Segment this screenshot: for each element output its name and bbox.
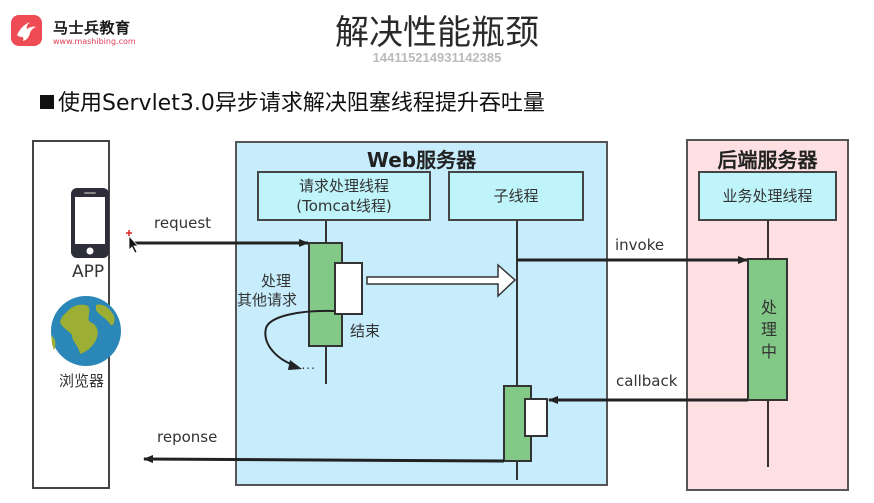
invoke-label: invoke: [615, 236, 665, 254]
page-title: 解决性能瓶颈: [335, 13, 539, 53]
mouse-cursor-icon: [126, 230, 139, 254]
end-label: 结束: [350, 322, 381, 340]
ellipsis-label: ......: [287, 358, 316, 372]
response-label: reponse: [157, 428, 218, 446]
curve-arrowhead-icon: [288, 360, 302, 370]
processing-char: 中: [760, 342, 777, 361]
brand-url: www.mashibing.com: [53, 37, 136, 46]
brand-name: 马士兵教育: [53, 19, 131, 37]
business-thread-label: 业务处理线程: [722, 187, 813, 205]
callback-handler-block: [524, 398, 548, 437]
smartphone-icon: [71, 188, 109, 258]
browser-label: 浏览器: [59, 372, 105, 390]
bullet-square-icon: [40, 95, 54, 109]
request-label: request: [154, 214, 212, 232]
sub-thread-box: 子线程: [448, 171, 584, 221]
response-arrow: [143, 455, 505, 464]
subtitle: 使用Servlet3.0异步请求解决阻塞线程提升吞吐量: [40, 85, 545, 117]
processing-label: 处 理 中: [749, 297, 789, 363]
business-thread-box: 业务处理线程: [698, 171, 837, 221]
web-server-title: Web服务器: [366, 148, 477, 172]
subtitle-text: 使用Servlet3.0异步请求解决阻塞线程提升吞吐量: [58, 91, 545, 116]
request-thread-box: 请求处理线程 (Tomcat线程): [257, 171, 431, 221]
globe-icon: [51, 296, 121, 366]
backend-server-title: 后端服务器: [717, 148, 818, 172]
request-handoff-block: [334, 262, 363, 315]
other-requests-curve-arrow: [264, 309, 335, 367]
other-requests-line2: 其他请求: [237, 291, 298, 309]
watermark-id: 1441152149311423​85: [372, 50, 502, 65]
handoff-hollow-arrow: [366, 263, 517, 298]
tomcat-thread-label: (Tomcat线程): [296, 197, 392, 215]
app-label: APP: [72, 262, 105, 282]
backend-processing-activation: [747, 258, 788, 401]
sub-thread-label: 子线程: [493, 187, 539, 205]
other-requests-line1: 处理: [260, 272, 291, 290]
request-thread-label: 请求处理线程: [298, 177, 389, 195]
processing-char: 理: [760, 320, 777, 339]
fox-logo-icon: [17, 22, 36, 41]
processing-char: 处: [760, 298, 777, 317]
callback-label: callback: [616, 372, 678, 390]
brand-logo: [11, 15, 42, 46]
